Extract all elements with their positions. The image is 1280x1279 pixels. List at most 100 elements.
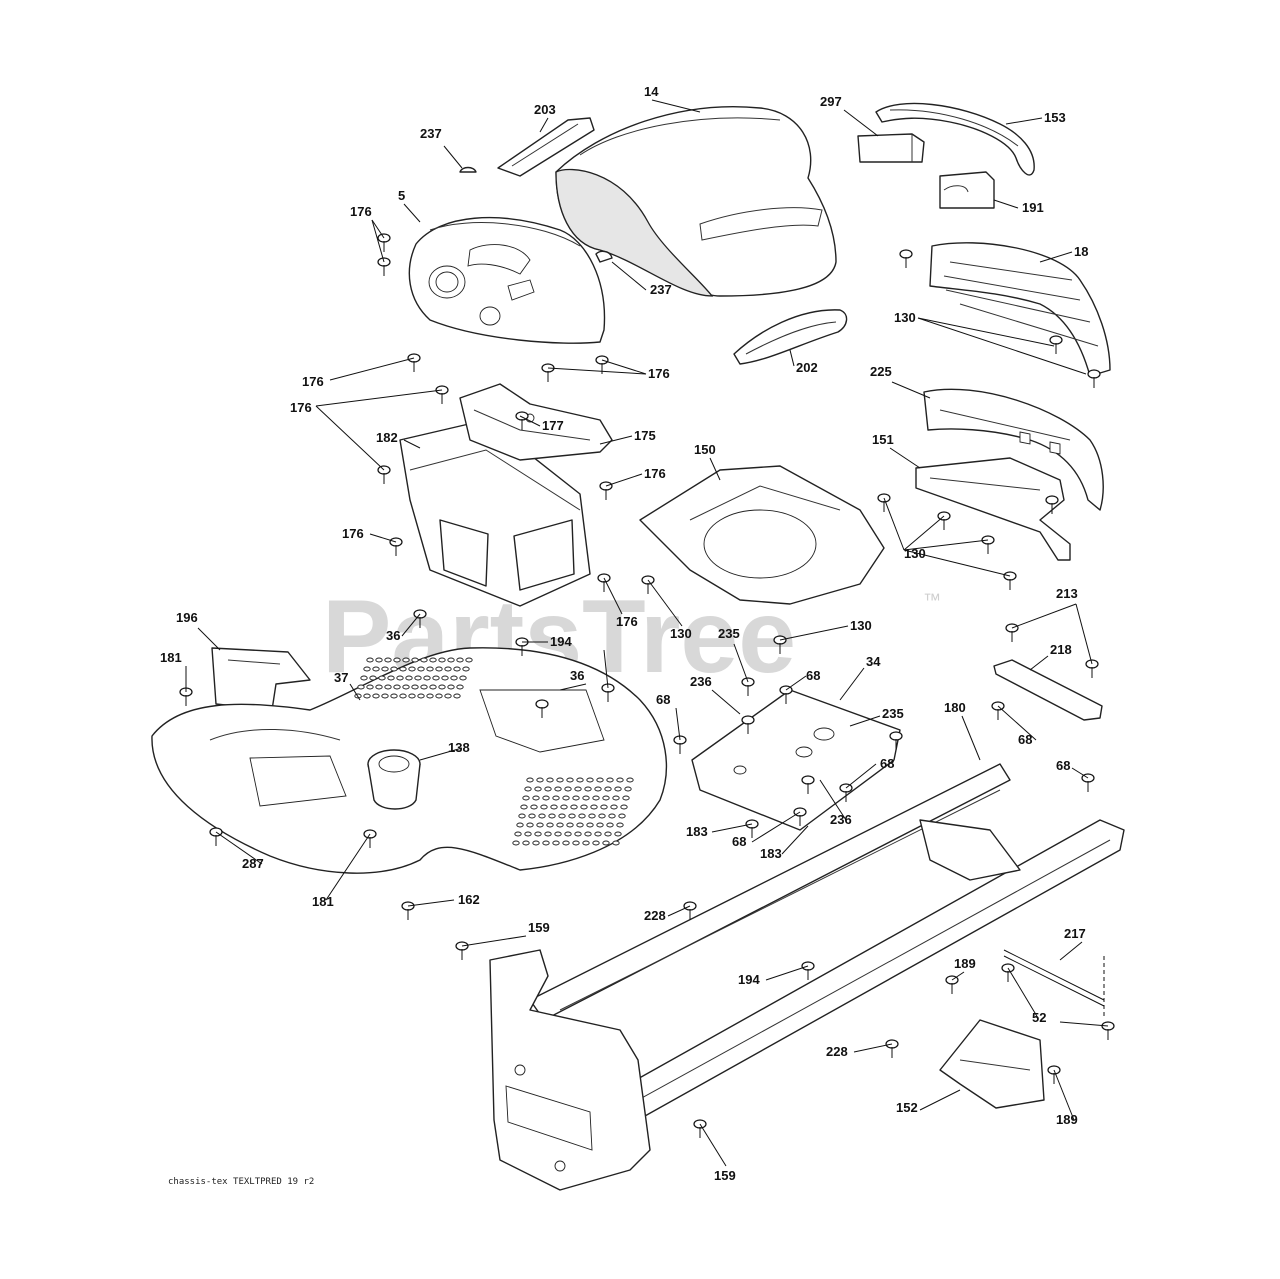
vent-hole	[465, 657, 473, 663]
callout-130-b: 130	[904, 546, 926, 561]
part-hood	[555, 106, 837, 297]
vent-hole	[552, 840, 560, 846]
vent-hole	[417, 666, 425, 672]
vent-hole	[363, 693, 371, 699]
callout-196: 196	[176, 610, 198, 625]
callout-162: 162	[458, 892, 480, 907]
callout-36-b: 36	[570, 668, 584, 683]
leader-line	[547, 367, 647, 375]
vent-hole	[564, 831, 572, 837]
leader-line	[781, 825, 809, 855]
callout-68-e: 68	[1056, 758, 1070, 773]
part-frontframe-159	[489, 949, 651, 1191]
part-console-182	[399, 419, 591, 607]
vent-hole	[420, 657, 428, 663]
vent-hole	[408, 693, 416, 699]
vent-hole	[608, 813, 616, 819]
leader-line	[197, 627, 221, 651]
leader-line	[419, 747, 463, 761]
vent-hole	[614, 831, 622, 837]
fastener-icon	[937, 511, 951, 530]
callout-68-d: 68	[880, 756, 894, 771]
vent-hole	[570, 804, 578, 810]
callout-130-a: 130	[894, 310, 916, 325]
leader-line	[997, 705, 1037, 741]
callout-218: 218	[1050, 642, 1072, 657]
callout-68-b: 68	[656, 692, 670, 707]
leader-line	[403, 203, 421, 223]
vent-hole	[414, 675, 422, 681]
vent-hole	[366, 657, 374, 663]
vent-hole	[618, 813, 626, 819]
vent-hole	[562, 795, 570, 801]
callout-52: 52	[1032, 1010, 1046, 1025]
callout-159-b: 159	[714, 1168, 736, 1183]
leader-line	[401, 613, 421, 637]
vent-hole	[459, 675, 467, 681]
callout-217: 217	[1064, 926, 1086, 941]
part-dash-5	[408, 216, 606, 344]
vent-hole	[604, 831, 612, 837]
leader-line	[711, 823, 753, 833]
part-block-297	[857, 133, 925, 163]
callout-68-a: 68	[806, 668, 820, 683]
vent-hole	[366, 684, 374, 690]
callout-176-b: 176	[302, 374, 324, 389]
callout-235-b: 235	[882, 706, 904, 721]
callout-37: 37	[334, 670, 348, 685]
leader-line	[891, 381, 931, 399]
vent-hole	[393, 657, 401, 663]
vent-hole	[596, 777, 604, 783]
vent-hole	[556, 822, 564, 828]
vent-hole	[363, 666, 371, 672]
watermark-trademark: ™	[923, 590, 941, 610]
vent-hole	[572, 795, 580, 801]
callout-297: 297	[820, 94, 842, 109]
callout-189-b: 189	[1056, 1112, 1078, 1127]
part-plate-34	[691, 689, 901, 831]
vent-hole	[548, 813, 556, 819]
vent-hole	[572, 840, 580, 846]
part-trim-203	[497, 117, 595, 177]
vent-hole	[444, 693, 452, 699]
fastener-icon	[1049, 335, 1063, 354]
part-bumper-225	[923, 388, 1104, 511]
vent-hole	[456, 684, 464, 690]
fastener-icon	[1101, 1021, 1115, 1040]
leader-line	[603, 649, 609, 689]
leader-line	[751, 811, 801, 843]
vent-hole	[357, 684, 365, 690]
vent-hole	[387, 675, 395, 681]
vent-hole	[384, 684, 392, 690]
leader-line	[845, 763, 877, 789]
callout-203: 203	[534, 102, 556, 117]
vent-hole	[590, 804, 598, 810]
vent-hole	[536, 777, 544, 783]
fastener-icon	[209, 827, 223, 846]
leader-line	[765, 965, 809, 981]
callout-287: 287	[242, 856, 264, 871]
vent-hole	[530, 804, 538, 810]
callout-138: 138	[448, 740, 470, 755]
callout-152: 152	[896, 1100, 918, 1115]
leader-line	[709, 457, 721, 481]
vent-hole	[447, 657, 455, 663]
callout-225: 225	[870, 364, 892, 379]
vent-hole	[550, 804, 558, 810]
vent-hole	[435, 693, 443, 699]
vent-hole	[606, 777, 614, 783]
diagram-footer-code: chassis-tex TEXLTPRED 19 r2	[168, 1177, 314, 1187]
part-196	[211, 647, 311, 711]
callout-153: 153	[1044, 110, 1066, 125]
vent-hole	[432, 675, 440, 681]
leader-line	[559, 683, 587, 691]
callout-213: 213	[1056, 586, 1078, 601]
callout-237-top: 237	[420, 126, 442, 141]
callout-68-c: 68	[1018, 732, 1032, 747]
floor-vent-pattern	[354, 657, 634, 846]
part-guard-152	[939, 1019, 1045, 1109]
vent-hole	[399, 666, 407, 672]
leader-line	[315, 389, 443, 407]
callout-180: 180	[944, 700, 966, 715]
callout-176-e: 176	[644, 466, 666, 481]
